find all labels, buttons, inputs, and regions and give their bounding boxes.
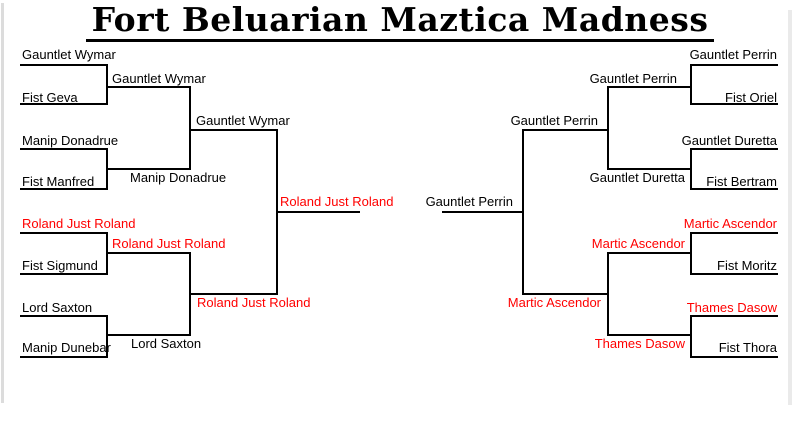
right-round2-slot1: Gauntlet Perrin — [589, 71, 677, 86]
right-round1-slot5: Martic Ascendor — [683, 216, 777, 231]
bracket-line-h — [20, 315, 108, 317]
right-semifinal-slot1: Gauntlet Perrin — [510, 113, 598, 128]
bracket-connector-v — [106, 64, 108, 105]
right-round2-slot4: Thames Dasow — [594, 336, 685, 351]
right-round2-slot3: Martic Ascendor — [591, 236, 685, 251]
left-round1-slot6: Fist Sigmund — [22, 258, 98, 273]
bracket-line-h — [607, 252, 692, 254]
bracket-line-h — [690, 188, 778, 190]
left-round1-slot2: Fist Geva — [22, 90, 78, 105]
bracket-line-h — [690, 356, 778, 358]
bracket-line-h — [106, 252, 191, 254]
bracket-line-h — [20, 64, 108, 66]
right-round2-slot2: Gauntlet Duretta — [589, 170, 685, 185]
page-title: Fort Beluarian Maztica Madness — [85, 2, 715, 42]
title-row: Fort Beluarian Maztica Madness — [0, 2, 800, 42]
right-round1-slot8: Fist Thora — [718, 340, 777, 355]
left-round2-slot4: Lord Saxton — [131, 336, 202, 351]
bracket-line-h — [189, 293, 278, 295]
bracket-line-h — [607, 86, 692, 88]
bracket-line-h — [690, 64, 778, 66]
bracket-line-h — [106, 334, 191, 336]
bracket-line-h — [522, 129, 609, 131]
bracket-line-h — [106, 86, 191, 88]
left-round2-slot2: Manip Donadrue — [130, 170, 227, 185]
bracket-line-h — [607, 168, 692, 170]
bracket-line-h — [189, 129, 278, 131]
bracket-line-h — [20, 188, 108, 190]
right-round1-slot2: Fist Oriel — [725, 90, 777, 105]
left-semifinal-slot2: Roland Just Roland — [197, 295, 311, 310]
bracket-line-h — [106, 168, 191, 170]
bracket-line-h — [607, 334, 692, 336]
left-finalist: Roland Just Roland — [280, 194, 394, 209]
bracket-line-h — [522, 293, 609, 295]
bracket-line-h — [20, 103, 108, 105]
left-round1-slot8: Manip Dunebar — [22, 340, 111, 355]
right-round1-slot7: Thames Dasow — [686, 300, 777, 315]
bracket-line-h — [690, 232, 778, 234]
left-round2-slot1: Gauntlet Wymar — [112, 71, 206, 86]
bracket-line-h — [20, 232, 108, 234]
bracket-line-h — [20, 273, 108, 275]
bracket-line-h — [690, 148, 778, 150]
right-round1-slot4: Fist Bertram — [706, 174, 777, 189]
right-finalist: Gauntlet Perrin — [425, 194, 513, 209]
left-round2-slot3: Roland Just Roland — [112, 236, 226, 251]
bracket-line-h — [20, 356, 108, 358]
bracket-line-h — [690, 103, 778, 105]
right-round1-slot3: Gauntlet Duretta — [681, 133, 777, 148]
bracket-line-h — [20, 148, 108, 150]
left-semifinal-slot1: Gauntlet Wymar — [196, 113, 290, 128]
left-round1-slot7: Lord Saxton — [22, 300, 93, 315]
left-round1-slot5: Roland Just Roland — [22, 216, 136, 231]
bracket-connector-v — [189, 86, 191, 170]
bracket-connector-v — [106, 315, 108, 358]
left-round1-slot1: Gauntlet Wymar — [22, 47, 116, 62]
right-semifinal-slot2: Martic Ascendor — [507, 295, 601, 310]
right-round1-slot6: Fist Moritz — [717, 258, 777, 273]
bracket-line-h — [690, 273, 778, 275]
bracket-connector-v — [690, 315, 692, 358]
left-round1-slot3: Manip Donadrue — [22, 133, 119, 148]
final-line-left — [276, 211, 360, 213]
left-window-edge — [1, 3, 4, 403]
right-round1-slot1: Gauntlet Perrin — [689, 47, 777, 62]
bracket-connector-v — [607, 86, 609, 170]
bracket-line-h — [690, 315, 778, 317]
left-round1-slot4: Fist Manfred — [22, 174, 95, 189]
bracket-connector-v — [690, 64, 692, 105]
final-line-right — [442, 211, 524, 213]
right-window-edge — [788, 10, 792, 405]
